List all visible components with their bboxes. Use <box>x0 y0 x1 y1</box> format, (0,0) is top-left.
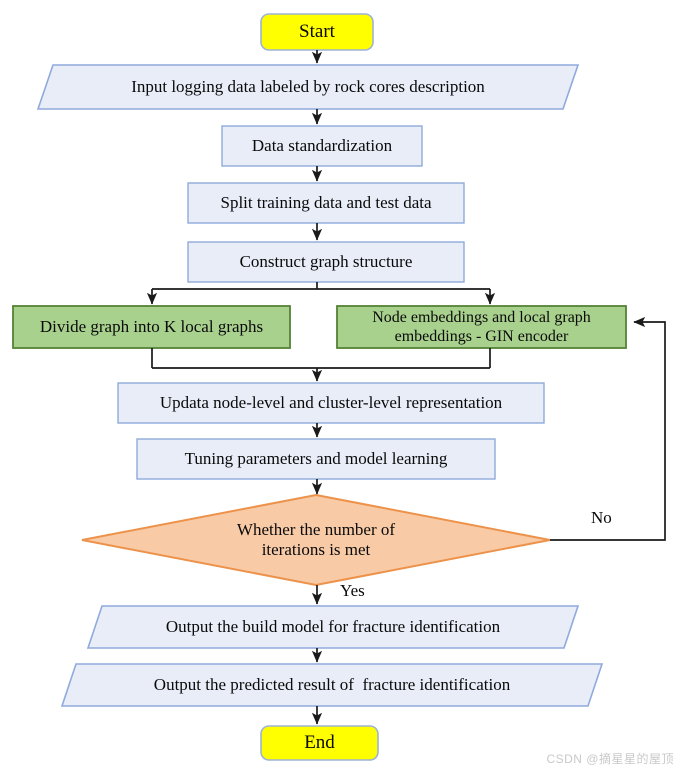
edge-label-no: No <box>591 508 612 527</box>
node-start-shape[interactable] <box>260 13 374 51</box>
node-construct-shape[interactable] <box>187 241 465 283</box>
node-tuning-shape[interactable] <box>136 438 496 480</box>
node-input-shape[interactable] <box>36 64 580 110</box>
node-standard-shape[interactable] <box>221 125 423 167</box>
node-update-shape[interactable] <box>117 382 545 424</box>
edge-label-yes: Yes <box>340 581 365 600</box>
node-decision-shape[interactable] <box>81 493 551 587</box>
connector-decision-no-loop <box>550 316 666 541</box>
node-end-shape[interactable] <box>260 725 379 761</box>
node-outmodel-shape[interactable] <box>86 605 580 649</box>
node-encoder-shape[interactable] <box>336 305 627 349</box>
node-divide-shape[interactable] <box>12 305 291 349</box>
node-split-shape[interactable] <box>187 182 465 224</box>
csdn-watermark: CSDN @摘星星的屋顶 <box>546 752 674 766</box>
node-outresult-shape[interactable] <box>60 663 604 707</box>
